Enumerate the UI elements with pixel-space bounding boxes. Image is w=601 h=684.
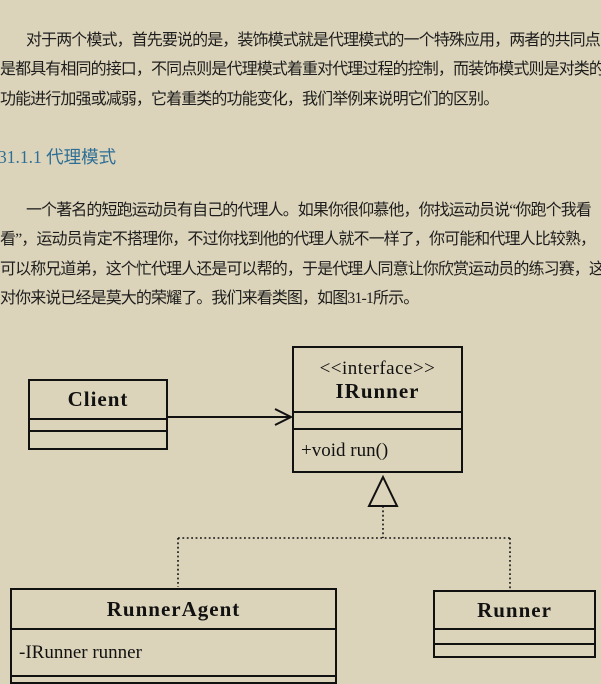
uml-class-runneragent: RunnerAgent -IRunner runner [10,588,337,684]
irunner-class-name: IRunner [335,378,420,403]
uml-class-client: Client [28,379,168,450]
irunner-title-compartment: <<interface>> IRunner [294,348,461,411]
client-title-compartment: Client [30,381,166,418]
runner-title-compartment: Runner [435,592,594,628]
runner-class-name: Runner [477,597,552,622]
paragraph-2-line-1: 一个著名的短跑运动员有自己的代理人。如果你很仰慕他，你找运动员说“你跑个我看 [26,202,592,219]
runneragent-class-name: RunnerAgent [106,596,241,621]
realization-triangle-icon [367,474,399,507]
client-operations-compartment [30,430,166,448]
uml-interface-irunner: <<interface>> IRunner +void run() [292,346,463,473]
open-arrowhead-icon [274,408,294,426]
irunner-method: +void run() [301,439,389,461]
client-attributes-compartment [30,418,166,430]
runneragent-attributes-compartment: -IRunner runner [12,628,335,675]
realization-dotted-lines [177,506,511,589]
irunner-operations-compartment: +void run() [294,428,461,471]
paragraph-2-line-4: 对你来说已经是莫大的荣耀了。我们来看类图，如图31-1所示。 [0,290,419,307]
paragraph-1-line-2: 是都具有相同的接口，不同点则是代理模式着重对代理过程的控制，而装饰模式则是对类的 [0,61,601,78]
paragraph-2-line-2: 看”，运动员肯定不搭理你，不过你找到他的代理人就不一样了，你可能和代理人比较熟， [0,231,596,248]
paragraph-1-line-3: 功能进行加强或减弱，它着重类的功能变化，我们举例来说明它们的区别。 [0,91,499,108]
paragraph-2-line-3: 可以称兄道弟，这个忙代理人还是可以帮的，于是代理人同意让你欣赏运动员的练习赛，这 [0,261,601,278]
irunner-attributes-compartment [294,411,461,428]
runneragent-operations-compartment [12,675,335,682]
runner-operations-compartment [435,643,594,656]
client-class-name: Client [67,387,129,411]
irunner-stereotype: <<interface>> [319,357,436,379]
paragraph-1-line-1: 对于两个模式，首先要说的是，装饰模式就是代理模式的一个特殊应用，两者的共同点 [26,32,601,49]
uml-class-runner: Runner [433,590,596,658]
section-heading: 31.1.1 代理模式 [0,147,117,167]
runneragent-attribute: -IRunner runner [19,641,142,663]
runner-attributes-compartment [435,628,594,643]
runneragent-title-compartment: RunnerAgent [12,590,335,628]
